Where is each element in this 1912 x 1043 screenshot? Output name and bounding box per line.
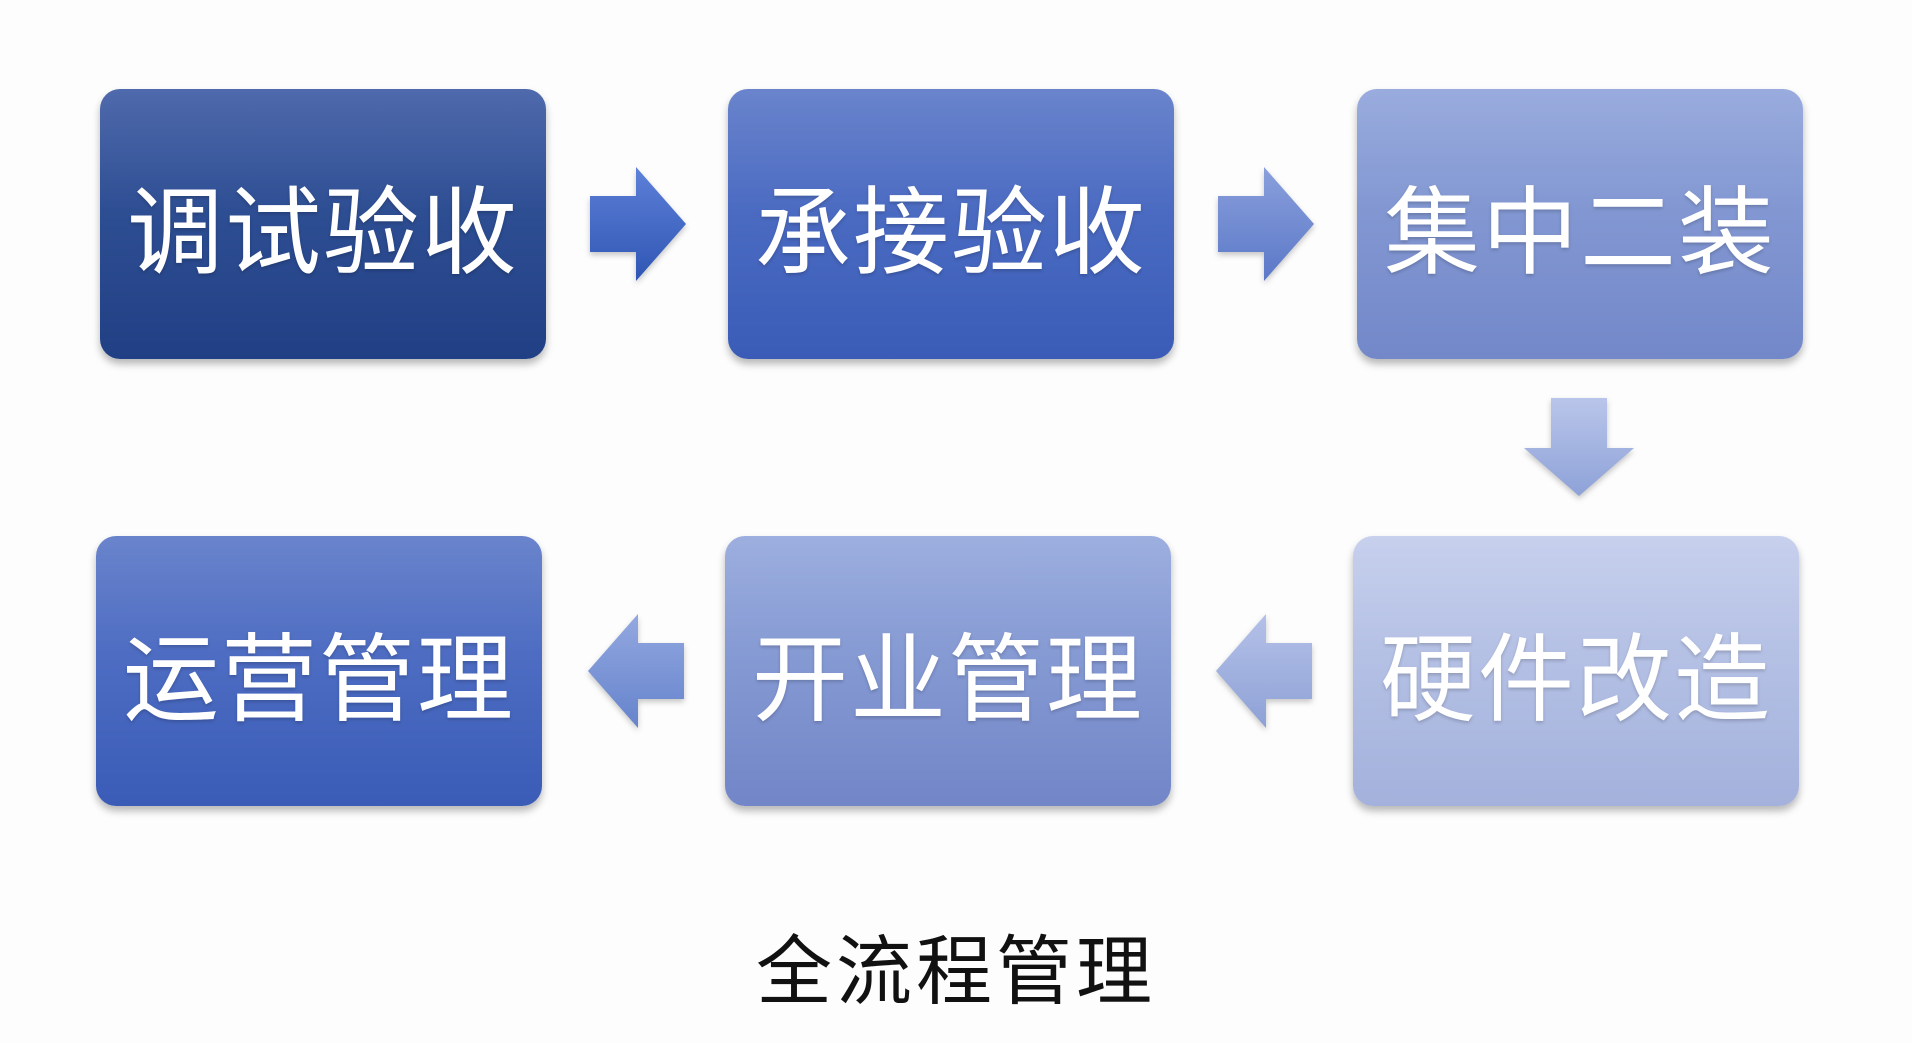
step-label: 集中二装 — [1384, 176, 1776, 289]
arrow-left-icon — [588, 614, 684, 728]
step-label: 调试验收 — [127, 176, 519, 289]
step-label: 硬件改造 — [1380, 623, 1772, 736]
arrow-down-icon — [1524, 398, 1634, 496]
step-box-opening-management: 开业管理 — [725, 536, 1171, 806]
step-box-handover-acceptance: 承接验收 — [728, 89, 1174, 359]
diagram-caption: 全流程管理 — [756, 927, 1156, 1016]
step-box-debug-acceptance: 调试验收 — [100, 89, 546, 359]
step-label: 运营管理 — [123, 623, 515, 736]
step-box-centralized-fitout: 集中二装 — [1357, 89, 1803, 359]
step-label: 开业管理 — [752, 623, 1144, 736]
arrow-left-icon — [1216, 614, 1312, 728]
arrow-right-icon — [590, 167, 686, 281]
step-label: 承接验收 — [755, 176, 1147, 289]
arrow-right-icon — [1218, 167, 1314, 281]
step-box-operations-management: 运营管理 — [96, 536, 542, 806]
step-box-hardware-renovation: 硬件改造 — [1353, 536, 1799, 806]
